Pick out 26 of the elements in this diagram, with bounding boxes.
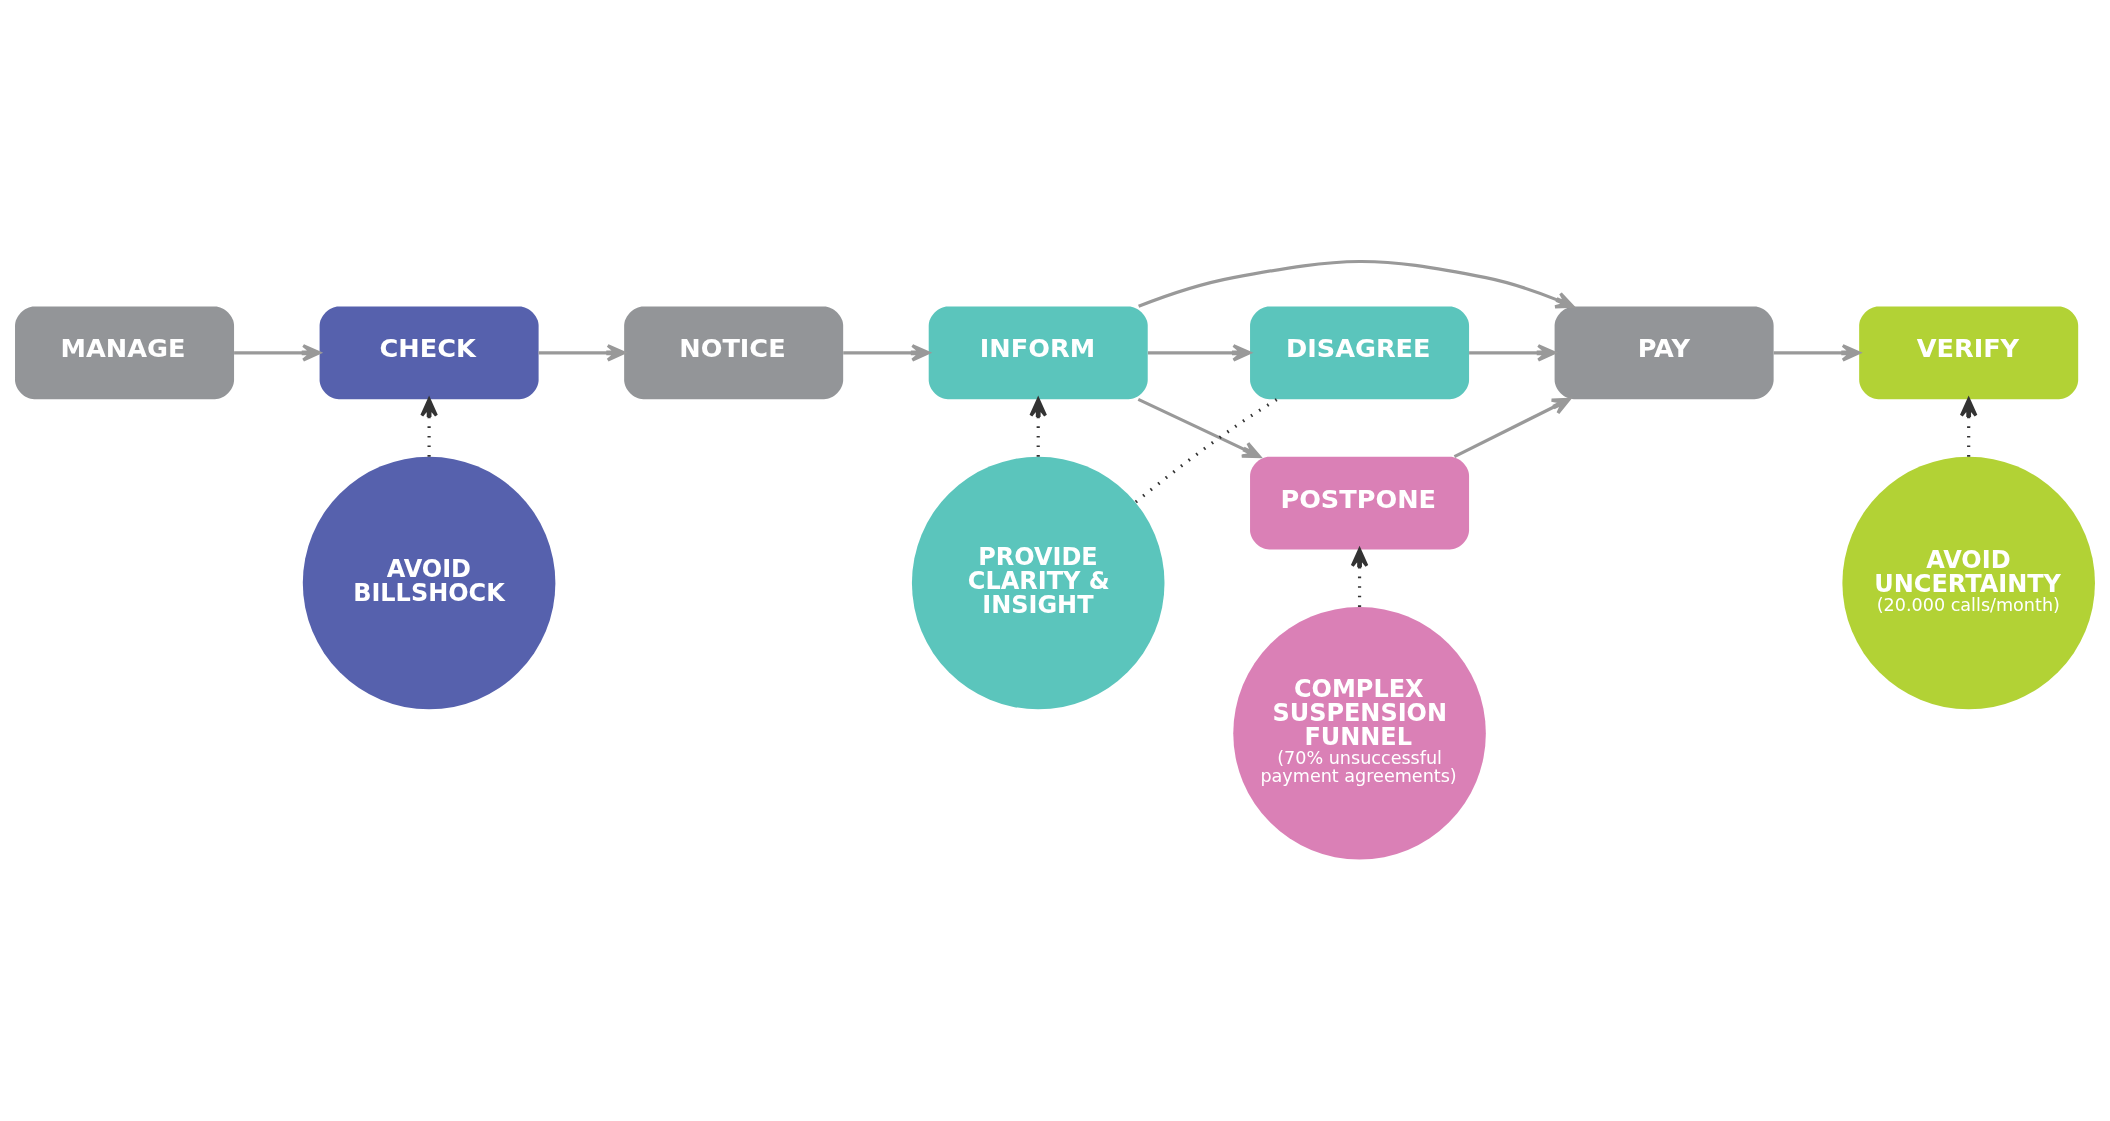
arrow [538, 344, 626, 362]
arrow [1138, 259, 1575, 309]
node-circle: COMPLEX SUSPENSION FUNNEL (70% unsuccessful payment agreements) [1233, 607, 1486, 860]
arrow [420, 397, 438, 457]
node-box: VERIFY [1859, 306, 2079, 400]
node-circle: AVOID UNCERTAINTY (20.000 calls/month) [1842, 456, 2095, 710]
arrow [1469, 344, 1556, 362]
node-box: NOTICE [624, 306, 844, 400]
arrow [1773, 344, 1861, 362]
node-box: CHECK [319, 306, 539, 400]
node-box: POSTPONE [1250, 456, 1470, 550]
arrow [843, 344, 930, 362]
node-circle: AVOID BILLSHOCK [302, 456, 556, 710]
arrow [1147, 344, 1252, 362]
node-box: INFORM [928, 306, 1148, 400]
arrow [234, 344, 321, 362]
node-circle: PROVIDE CLARITY & INSIGHT [911, 456, 1165, 710]
arrow [1350, 548, 1369, 607]
arrow [1137, 397, 1261, 459]
arrow [1029, 397, 1047, 457]
arrow [1453, 397, 1571, 458]
node-box: MANAGE [15, 306, 235, 400]
connector [1134, 398, 1278, 504]
arrow [1959, 397, 1978, 457]
node-box: DISAGREE [1250, 306, 1470, 400]
node-box: PAY [1554, 306, 1774, 400]
